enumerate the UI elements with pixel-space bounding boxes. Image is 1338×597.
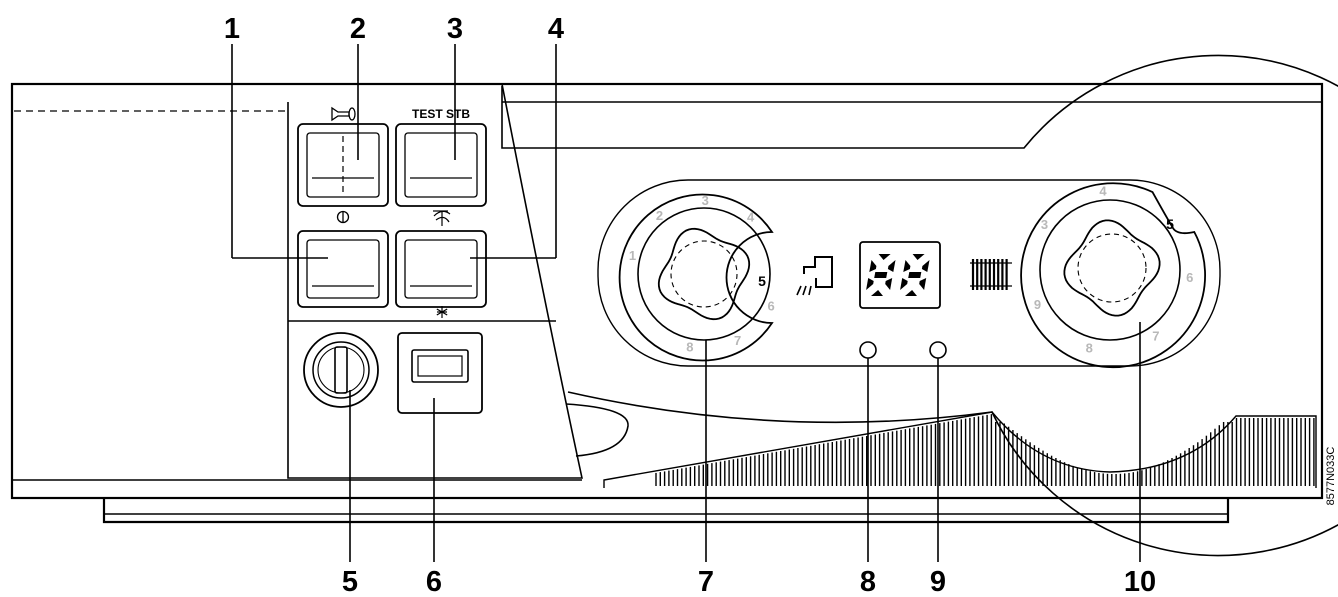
heating-dial-ring bbox=[1020, 182, 1206, 369]
power-switch[interactable] bbox=[297, 230, 389, 308]
test-stb-button[interactable] bbox=[395, 123, 487, 207]
hot-water-knob[interactable] bbox=[657, 227, 751, 321]
frost-protection-switch[interactable] bbox=[397, 332, 483, 414]
panel-outer-frame bbox=[10, 82, 1324, 500]
callout-9: 9 bbox=[930, 566, 946, 597]
display-segment bbox=[919, 278, 927, 290]
ventilation-grille bbox=[655, 414, 1315, 486]
callout-5: 5 bbox=[342, 566, 358, 597]
callout-2: 2 bbox=[350, 13, 366, 45]
callout-10: 10 bbox=[1124, 566, 1156, 597]
dial-scale-number: 8 bbox=[686, 340, 693, 355]
hot-water-knob-cap bbox=[670, 240, 738, 308]
dial-scale-selected: 5 bbox=[758, 273, 766, 289]
power-icon bbox=[336, 210, 350, 224]
display-segment bbox=[912, 254, 925, 260]
dial-scale-number: 8 bbox=[1086, 340, 1093, 355]
key-switch[interactable] bbox=[303, 332, 379, 408]
heating-knob[interactable] bbox=[1063, 219, 1161, 317]
dial-scale-number: 6 bbox=[1186, 270, 1193, 285]
dial-scale-selected: 5 bbox=[1166, 216, 1174, 232]
callout-6: 6 bbox=[426, 566, 442, 597]
hot-water-dial-scale: 1 2 3 4 56 7 8 bbox=[629, 193, 775, 355]
dial-scale-number: 4 bbox=[1099, 183, 1107, 198]
display-segment bbox=[908, 272, 922, 278]
display-segment bbox=[921, 260, 930, 272]
display-segment bbox=[887, 260, 896, 272]
callout-7: 7 bbox=[698, 566, 714, 597]
callout-1: 1 bbox=[224, 13, 240, 45]
dial-scale-number: 2 bbox=[656, 208, 663, 223]
heating-knob-seat bbox=[1039, 199, 1181, 341]
display-segment bbox=[905, 290, 917, 296]
digital-display: 88 bbox=[859, 241, 941, 309]
dial-scale-number: 9 bbox=[1034, 297, 1041, 312]
display-segment bbox=[869, 260, 877, 272]
hot-water-dial: 1 2 3 4 56 7 8 bbox=[618, 193, 775, 362]
heating-knob-cap bbox=[1077, 233, 1147, 303]
heating-dial-scale: 3 4 5 6 7 8 9 bbox=[1034, 183, 1193, 355]
display-segment bbox=[885, 278, 893, 290]
dial-scale-number: 6 bbox=[767, 298, 774, 313]
dial-scale-number: 1 bbox=[629, 248, 636, 263]
panel-housing bbox=[10, 82, 1324, 524]
alarm-reset-button[interactable] bbox=[297, 123, 389, 207]
hot-water-knob-seat bbox=[637, 207, 771, 341]
display-segment bbox=[903, 260, 911, 272]
control-surface-outline bbox=[501, 54, 1338, 557]
display-digit-segments bbox=[866, 254, 930, 296]
chimney-sweep-icon bbox=[433, 210, 451, 226]
dial-scale-number: 3 bbox=[1041, 217, 1048, 232]
grille-ramp-outline bbox=[603, 411, 1317, 488]
display-segment bbox=[874, 272, 888, 278]
reference-code: 8577N033C bbox=[1325, 447, 1337, 506]
display-segment bbox=[878, 254, 891, 260]
display-segment bbox=[871, 290, 883, 296]
switch-block: TEST STB bbox=[287, 83, 629, 479]
callout-8: 8 bbox=[860, 566, 876, 597]
indicator-lamp-8 bbox=[859, 341, 877, 359]
callout-4: 4 bbox=[548, 13, 564, 45]
hot-water-dial-ring bbox=[618, 193, 774, 362]
callout-3: 3 bbox=[447, 13, 463, 45]
horn-icon bbox=[331, 106, 356, 122]
leader-lines bbox=[231, 44, 1141, 562]
snowflake-icon bbox=[436, 306, 448, 318]
indicator-lamp-9 bbox=[929, 341, 947, 359]
test-stb-label: TEST STB bbox=[412, 107, 470, 121]
panel-base-plinth bbox=[102, 498, 1230, 524]
display-strip bbox=[597, 179, 1221, 367]
radiator-icon bbox=[970, 259, 1012, 290]
dial-scale-number: 7 bbox=[1152, 329, 1159, 344]
dial-scale-number: 3 bbox=[702, 193, 709, 208]
control-surface bbox=[501, 54, 1338, 557]
switch-block-outline bbox=[287, 83, 583, 479]
callout-numbers: 1 2 3 4 5 6 7 8 9 10 bbox=[224, 13, 1156, 597]
panel-oval-cutout bbox=[565, 403, 629, 457]
dial-scale-number: 7 bbox=[734, 333, 741, 348]
display-digits: 88 bbox=[900, 265, 902, 267]
heating-dial: 3 4 5 6 7 8 9 bbox=[1020, 182, 1206, 369]
display-segment bbox=[866, 278, 874, 290]
digital-display-frame bbox=[859, 241, 941, 309]
dial-scale-number: 4 bbox=[747, 210, 755, 225]
display-segment bbox=[900, 278, 908, 290]
chimney-sweep-button[interactable] bbox=[395, 230, 487, 308]
tap-icon bbox=[796, 256, 833, 296]
